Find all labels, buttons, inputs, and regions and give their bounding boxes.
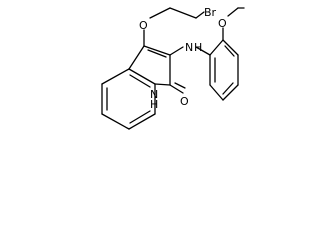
carbonyl-oxygen-label: O xyxy=(180,95,189,108)
ether-oxygen-label: O xyxy=(139,19,148,32)
bromoethoxy-chain xyxy=(143,7,205,47)
ethoxyphenyl-ring xyxy=(209,39,239,101)
indole-pyrrole-ring xyxy=(128,45,171,86)
ethoxy-oxygen-label: O xyxy=(218,17,227,30)
amide-hydrogen-label: H xyxy=(194,41,202,54)
amide-group xyxy=(169,46,211,94)
bromine-label: Br xyxy=(204,6,217,19)
molecule-structure: Br O O N H O N H xyxy=(101,6,245,130)
amide-nitrogen-label: N xyxy=(185,41,193,54)
indole-benzene-ring xyxy=(101,68,156,130)
indole-hydrogen-label: H xyxy=(150,98,158,111)
indole-nitrogen-label: N xyxy=(150,88,158,101)
ethoxy-group xyxy=(222,7,245,41)
